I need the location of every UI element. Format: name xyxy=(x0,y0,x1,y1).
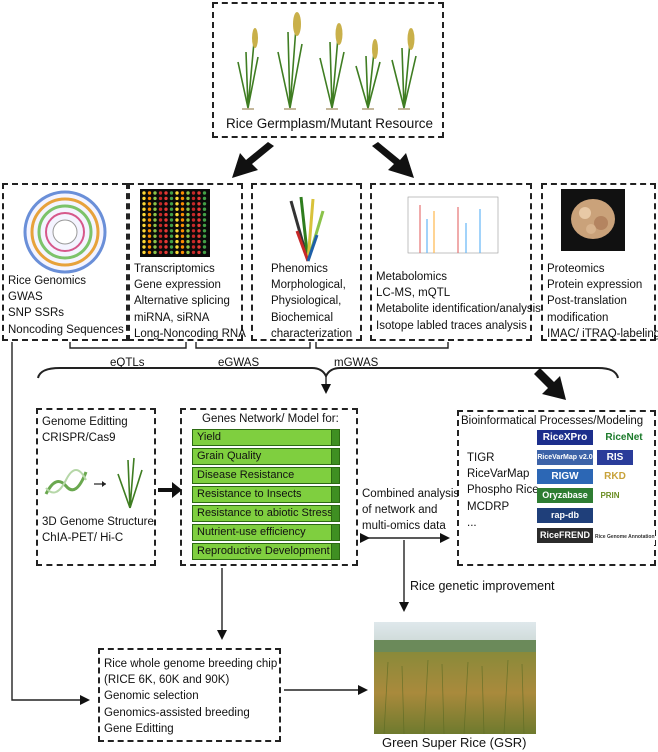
genomics-line: SNP SSRs xyxy=(8,307,65,320)
rice-improvement-label: Rice genetic improvement xyxy=(410,579,555,593)
phenomics-box: Phenomics Morphological, Physiological, … xyxy=(251,183,362,341)
database-item: MCDRP xyxy=(467,500,510,513)
network-title: Genes Network/ Model for: xyxy=(202,413,339,425)
chromatogram-image xyxy=(407,196,499,254)
database-item: ... xyxy=(467,516,477,529)
editing-method: CRISPR/Cas9 xyxy=(42,432,116,445)
metabolomics-line: Isotope labled traces analysis xyxy=(376,319,527,332)
arrow-genomics-to-breeding xyxy=(11,342,90,705)
germplasm-resource-box: Rice Germplasm/Mutant Resource xyxy=(212,2,444,138)
bioinfo-title: Bioinformatical Processes/Modeling xyxy=(461,415,644,427)
ricenet-logo: RiceNet xyxy=(597,430,651,445)
arrow-resource-right xyxy=(372,142,414,178)
ris-logo: RIS xyxy=(597,450,633,465)
breeding-line: Gene Editting xyxy=(104,722,174,735)
proteomics-line: IMAC/ iTRAQ-labeling xyxy=(547,327,658,340)
combined-analysis-line: of network and xyxy=(362,504,438,517)
gene-network-box: Genes Network/ Model for: Yield Grain Qu… xyxy=(180,408,358,566)
protein-structure-image xyxy=(561,189,625,251)
rice-field-photo xyxy=(374,622,536,734)
proteomics-box: Proteomics Protein expression Post-trans… xyxy=(541,183,658,341)
breeding-line: Genomics-assisted breeding xyxy=(104,706,250,719)
breeding-line: Genomic selection xyxy=(104,690,199,703)
metabolomics-box: Metabolomics LC-MS, mQTL Metabolite iden… xyxy=(370,183,541,341)
genomics-line: Noncoding Sequences xyxy=(8,323,124,336)
trait-grain-quality: Grain Quality xyxy=(192,448,340,465)
transcriptomics-line: miRNA, siRNA xyxy=(134,311,210,324)
metabolomics-line: LC-MS, mQTL xyxy=(376,287,451,300)
rapdb-logo: rap-db xyxy=(537,508,593,523)
metabolomics-line: Metabolite identification/analysis xyxy=(376,303,541,316)
dna-to-plant-illustration xyxy=(44,457,143,509)
phenomics-line: Phenomics xyxy=(271,263,328,275)
trait-nutrient-efficiency: Nutrient-use efficiency xyxy=(192,524,340,541)
link-brackets xyxy=(69,342,449,349)
combined-analysis-line: multi-omics data xyxy=(362,520,446,533)
mgwas-label: mGWAS xyxy=(334,357,379,369)
oryzabase-logo: Oryzabase xyxy=(537,488,593,503)
rice-genome-annotation-logo: Rice Genome Annotation Project xyxy=(595,530,655,545)
metabolomics-line: Metabolomics xyxy=(376,271,447,283)
genomics-box: Rice Genomics GWAS SNP SSRs Noncoding Se… xyxy=(2,183,128,341)
breeding-box: Rice whole genome breeding chip (RICE 6K… xyxy=(98,648,281,742)
trait-yield: Yield xyxy=(192,429,340,446)
transcriptomics-line: Long-Noncoding RNA xyxy=(134,327,246,340)
proteomics-line: modification xyxy=(547,311,609,324)
gsr-label: Green Super Rice (GSR) xyxy=(382,735,527,750)
transcriptomics-line: Gene expression xyxy=(134,279,221,292)
proteomics-line: Proteomics xyxy=(547,263,605,275)
genome-circos-plot xyxy=(23,190,107,274)
combined-analysis-line: Combined analysis xyxy=(362,488,460,500)
germplasm-title: Rice Germplasm/Mutant Resource xyxy=(226,116,434,131)
trait-insect-resistance: Resistance to Insects xyxy=(192,486,340,503)
genome-structure-title: 3D Genome Structure xyxy=(42,516,154,528)
eqtl-label: eQTLs xyxy=(110,357,145,369)
microarray-image xyxy=(140,189,210,257)
trait-reproductive-development: Reproductive Development xyxy=(192,543,340,560)
breeding-line: (RICE 6K, 60K and 90K) xyxy=(104,674,230,687)
arrow-resource-left xyxy=(232,142,274,178)
ricevarmap-logo: RiceVarMap v2.0 xyxy=(537,450,593,465)
ricefrend-logo: RiceFREND xyxy=(537,528,593,543)
transcriptomics-line: Alternative splicing xyxy=(134,295,230,308)
database-item: TIGR xyxy=(467,452,495,464)
egwas-label: eGWAS xyxy=(218,357,260,369)
proteomics-line: Post-translation xyxy=(547,295,627,308)
genomics-line: Rice Genomics xyxy=(8,275,86,287)
rice-plants-illustration xyxy=(237,12,417,110)
transcriptomics-box: Transcriptomics Gene expression Alternat… xyxy=(128,183,246,341)
phenomics-line: Physiological, xyxy=(271,295,342,308)
genome-structure-method: ChIA-PET/ Hi-C xyxy=(42,532,124,545)
phenomics-line: Biochemical xyxy=(271,311,333,324)
curly-brace xyxy=(37,367,619,379)
trait-disease-resistance: Disease Resistance xyxy=(192,467,340,484)
editing-title: Genome Editting xyxy=(42,416,128,428)
transcriptomics-line: Transcriptomics xyxy=(134,263,215,275)
rigw-logo: RIGW xyxy=(537,469,593,484)
breeding-line: Rice whole genome breeding chip xyxy=(104,658,278,670)
genome-editing-box: Genome Editting CRISPR/Cas9 3D Genome St… xyxy=(36,408,156,566)
arrow-to-bioinfo xyxy=(534,368,566,400)
phenomics-line: characterization xyxy=(271,327,353,340)
prin-logo: PRIN xyxy=(597,488,623,503)
trait-abiotic-stress: Resistance to abiotic Stress xyxy=(192,505,340,522)
database-item: RiceVarMap xyxy=(467,468,530,481)
genomics-line: GWAS xyxy=(8,291,43,304)
phenomics-line: Morphological, xyxy=(271,279,346,292)
leaf-illustration xyxy=(289,196,325,262)
rkd-logo: RKD xyxy=(597,469,633,484)
proteomics-line: Protein expression xyxy=(547,279,643,292)
database-item: Phospho Rice xyxy=(467,484,539,497)
ricexpro-logo: RiceXPro xyxy=(537,430,593,445)
bioinformatics-box: Bioinformatical Processes/Modeling TIGR … xyxy=(457,410,656,566)
arrow-editing-to-network xyxy=(158,482,182,498)
